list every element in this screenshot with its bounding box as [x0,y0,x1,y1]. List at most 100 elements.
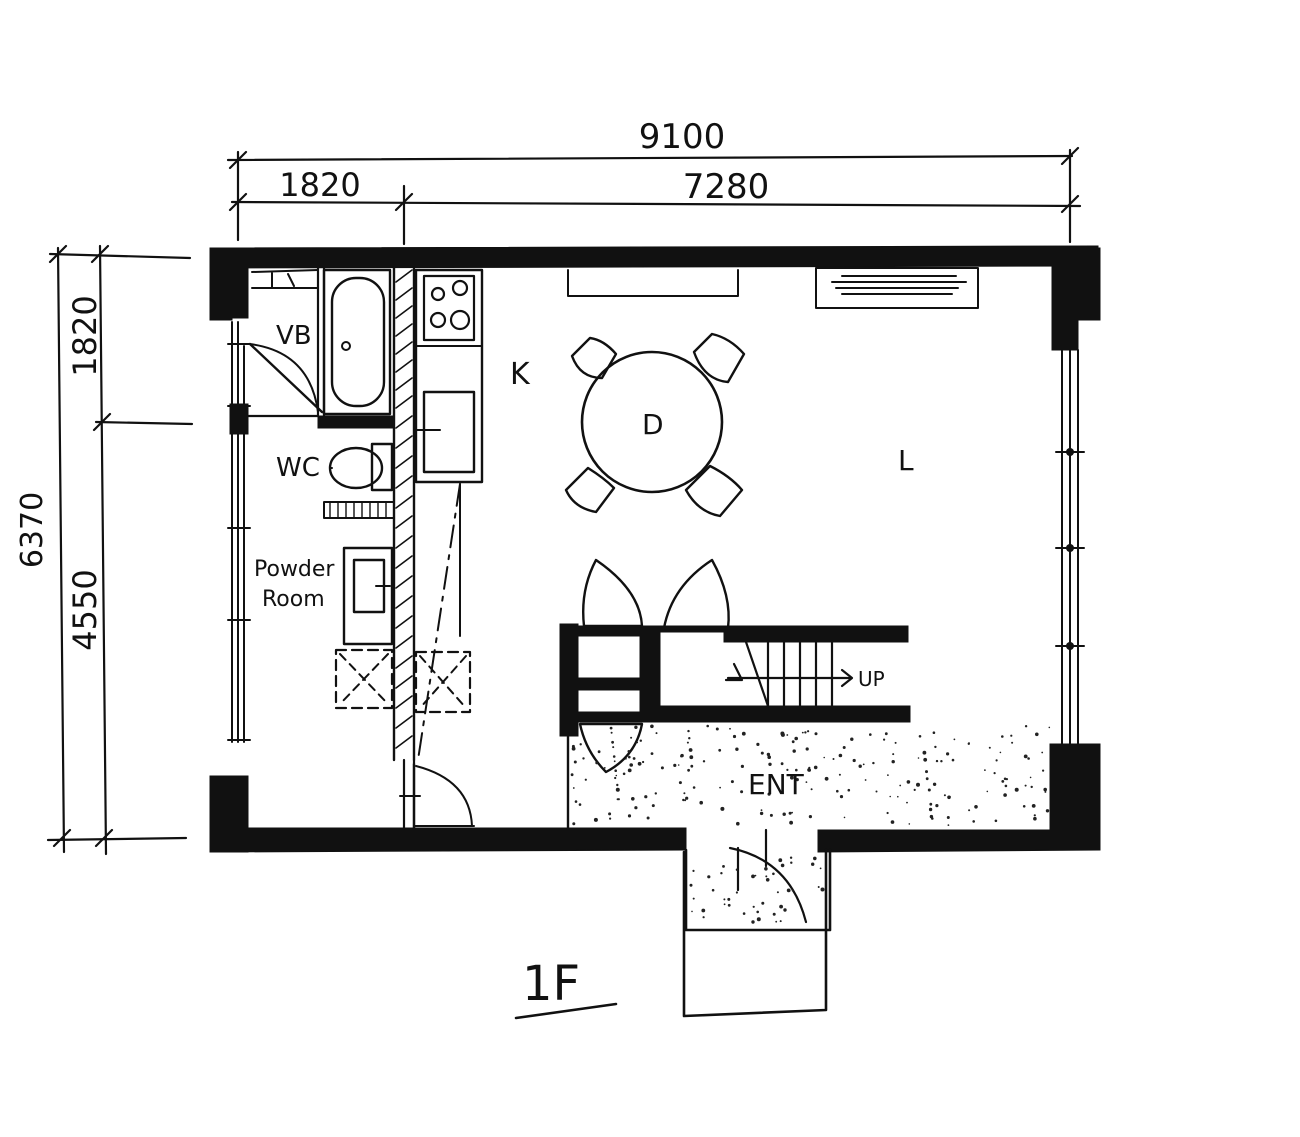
floor-speckle [783,908,787,912]
floor-speckle [789,820,793,825]
floor-speckle [808,768,811,772]
floor-speckle [608,812,612,816]
floor-speckle [1014,787,1019,792]
floor-speckle [609,817,612,820]
floor-speckle [1029,776,1032,779]
floor-speckle [947,795,951,800]
floor-speckle [767,755,771,759]
floor-speckle [597,750,601,754]
entrance-porch [682,828,832,1018]
floor-speckle [772,912,776,916]
floor-speckle [791,811,793,814]
floor-speckle [791,889,794,892]
floor-speckle [1023,754,1028,759]
floor-speckle [741,731,746,736]
floor-speckle [894,741,897,744]
kitchen-guide [417,483,461,761]
floor-speckle [646,816,650,820]
floor-speckle [794,736,798,741]
floor-speckle [650,724,654,729]
floor-speckle [775,920,778,923]
floor-speckle [864,779,867,781]
floor-speckle [946,752,950,756]
floor-speckle [720,872,723,875]
label-bath: VB [276,321,312,351]
floor-speckle [922,750,927,755]
floor-speckle [984,769,986,771]
floor-speckle [1045,809,1050,813]
floor-speckle [810,788,813,791]
floor-speckle [968,809,971,812]
floor-speckle [630,736,633,739]
floor-speckle [723,903,726,906]
floor-speckle [843,816,846,819]
floor-speckle [839,795,844,799]
floor-speckle [772,872,775,876]
floor-speckle [699,800,703,805]
floor-speckle [682,798,685,802]
floor-speckle [614,776,617,780]
floor-speckle [791,740,795,744]
floor-speckle [735,868,739,871]
floor-speckle [923,757,928,762]
floor-speckle [702,760,706,763]
floor-speckle [613,760,616,763]
floor-speckle [720,806,725,811]
floor-speckle [692,897,695,900]
floor-speckle [875,790,878,793]
floor-speckle [946,816,950,819]
floor-speckle [862,763,865,766]
floor-speckle [935,804,939,808]
floor-speckle [972,820,975,823]
floor-speckle [789,856,793,859]
floor-speckle [736,821,740,826]
porch-floor [689,856,825,924]
shelf [251,269,319,289]
floor-speckle [616,783,619,787]
floor-speckle [1001,780,1005,783]
floor-speckle [890,820,895,824]
floor-speckle [735,891,739,894]
floor-speckle [925,777,929,781]
floor-speckle [673,763,677,768]
floor-speckle [1033,814,1036,817]
floor-speckle [689,883,693,887]
floor-speckle [786,734,789,736]
floor-speckle [999,751,1002,754]
floor-speckle [1003,777,1007,781]
floor-speckle [940,760,943,763]
floor-speckle [686,741,689,744]
floor-speckle [974,805,978,809]
floor-speckle [571,746,576,751]
dim-top-depth: 1820 [66,295,104,376]
floor-speckle [951,758,955,762]
floor-speckle [579,743,582,746]
floor-speckle [615,774,618,777]
floor-speckle [572,822,576,826]
entrance-floor [570,724,1051,826]
floor-speckle [761,901,765,905]
floor-speckle [953,738,956,741]
staircase [724,640,854,708]
floor-speckle [718,748,722,752]
floor-speckle [754,874,757,877]
floor-speckle [760,809,763,811]
floor-speckle [1003,793,1007,797]
floor-speckle [929,802,933,806]
floor-speckle [943,794,946,797]
floor-speckle [644,795,648,799]
floor-speckle [925,770,928,774]
floor-speckle [795,768,798,772]
floor-speckle [1043,787,1047,792]
floor-speckle [807,730,810,733]
air-conditioner [815,267,979,309]
floor-speckle [740,764,745,769]
floor-speckle [850,737,854,741]
floor-speckle [614,769,617,772]
bath-door [248,342,324,414]
floor-speckle [740,790,744,794]
floor-speckle [811,862,815,866]
floor-speckle [632,757,636,760]
floor-speckle [651,804,655,808]
floor-speckle [1031,804,1036,808]
